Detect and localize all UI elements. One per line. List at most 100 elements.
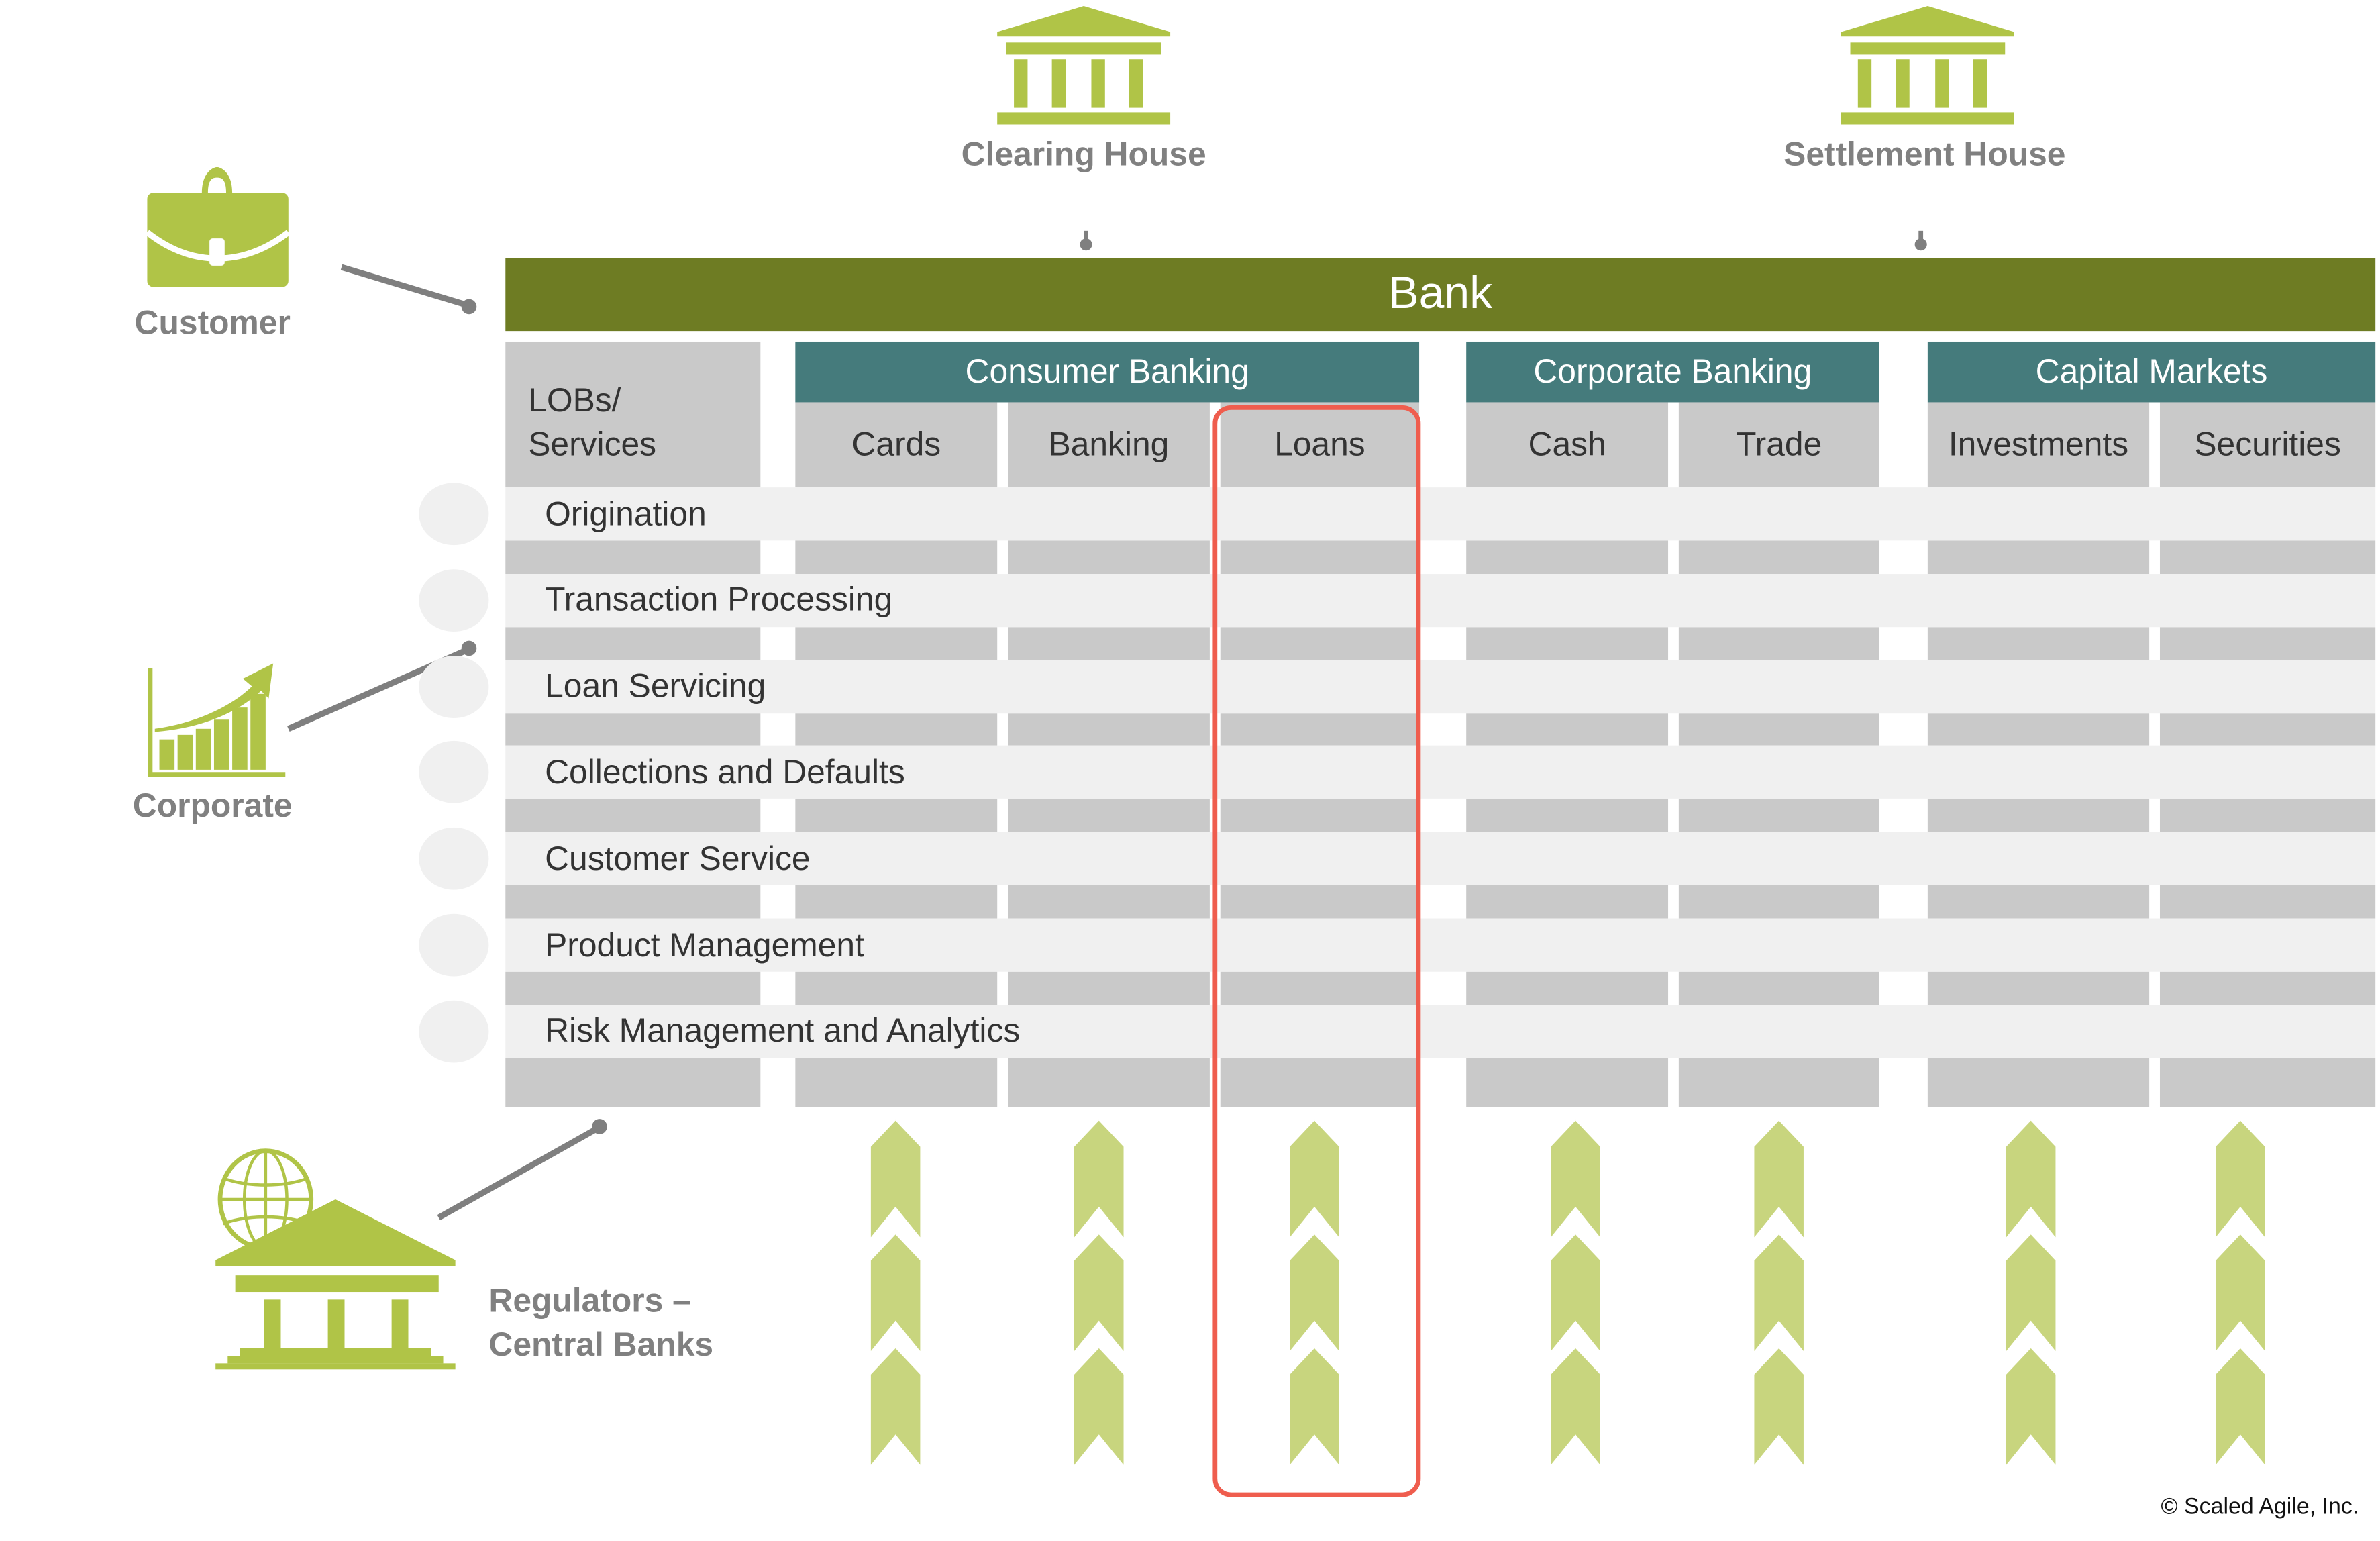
grid-cell-lobs bbox=[505, 626, 761, 660]
grid-cell-securities bbox=[2159, 626, 2376, 660]
column-investments: Investments bbox=[1927, 402, 2150, 488]
grid-cell-securities bbox=[2159, 713, 2376, 746]
grid-cell-banking bbox=[1008, 713, 1210, 746]
service-row: Loan Servicing bbox=[505, 660, 2376, 713]
service-row-bulb bbox=[419, 655, 489, 718]
grid-cell-lobs bbox=[505, 799, 761, 833]
service-label: Collections and Defaults bbox=[545, 752, 905, 791]
service-row: Transaction Processing bbox=[505, 573, 2376, 627]
column-cash: Cash bbox=[1466, 402, 1669, 488]
grid-cell-banking bbox=[1008, 799, 1210, 833]
value-stream-securities bbox=[2213, 1119, 2268, 1471]
value-stream-chevron bbox=[868, 1119, 923, 1244]
grid-cell-cards bbox=[795, 799, 998, 833]
grid-cell-investments bbox=[1927, 626, 2150, 660]
grid-cell-cards bbox=[795, 1058, 998, 1107]
service-label: Transaction Processing bbox=[545, 580, 893, 619]
value-stream-banking bbox=[1072, 1119, 1126, 1471]
grid-cell-securities bbox=[2159, 540, 2376, 574]
column-cards: Cards bbox=[795, 402, 998, 488]
service-row: Origination bbox=[505, 487, 2376, 541]
grid-cell-cards bbox=[795, 540, 998, 574]
service-row-bulb bbox=[419, 741, 489, 804]
value-stream-chevron bbox=[868, 1231, 923, 1358]
value-stream-chevron bbox=[1072, 1345, 1126, 1471]
grid-cell-banking bbox=[1008, 885, 1210, 919]
grid-cell-banking bbox=[1008, 626, 1210, 660]
grid-cell-cards bbox=[795, 971, 998, 1005]
grid-cell-loans bbox=[1220, 885, 1420, 919]
grid-cell-loans bbox=[1220, 626, 1420, 660]
grid-cell-cash bbox=[1466, 713, 1669, 746]
grid-cell-trade bbox=[1678, 713, 1879, 746]
value-stream-loans bbox=[1287, 1119, 1342, 1471]
value-stream-chevron bbox=[1548, 1119, 1603, 1244]
grid-cell-cash bbox=[1466, 540, 1669, 574]
grid-cell-investments bbox=[1927, 971, 2150, 1005]
value-stream-chevron bbox=[1287, 1231, 1342, 1358]
service-row: Product Management bbox=[505, 918, 2376, 972]
customer-connector bbox=[340, 264, 477, 315]
grid-cell-securities bbox=[2159, 971, 2376, 1005]
value-stream-chevron bbox=[2004, 1119, 2058, 1244]
grid-cell-cards bbox=[795, 626, 998, 660]
grid-cell-loans bbox=[1220, 971, 1420, 1005]
grid-cell-cash bbox=[1466, 885, 1669, 919]
regulators-label-line2: Central Banks bbox=[488, 1325, 714, 1364]
clearing-house-label: Clearing House bbox=[961, 135, 1206, 173]
grid-cell-loans bbox=[1220, 713, 1420, 746]
value-stream-investments bbox=[2004, 1119, 2058, 1471]
grid-cell-lobs bbox=[505, 713, 761, 746]
service-row-bulb bbox=[419, 483, 489, 546]
grid-cell-trade bbox=[1678, 540, 1879, 574]
value-stream-chevron bbox=[2004, 1231, 2058, 1358]
grid-cell-trade bbox=[1678, 971, 1879, 1005]
service-row-bulb bbox=[419, 913, 489, 977]
grid-cell-securities bbox=[2159, 1058, 2376, 1107]
grid-cell-investments bbox=[1927, 799, 2150, 833]
grid-cell-cash bbox=[1466, 626, 1669, 660]
grid-cell-investments bbox=[1927, 885, 2150, 919]
column-trade: Trade bbox=[1678, 402, 1879, 488]
value-stream-chevron bbox=[1072, 1119, 1126, 1244]
grid-cell-securities bbox=[2159, 799, 2376, 833]
value-stream-trade bbox=[1752, 1119, 1806, 1471]
value-stream-cards bbox=[868, 1119, 923, 1471]
service-label: Origination bbox=[545, 494, 707, 532]
value-stream-chevron bbox=[1072, 1231, 1126, 1358]
regulators-label: Regulators – Central Banks bbox=[488, 1279, 713, 1366]
lobs-label: LOBs/ bbox=[528, 381, 621, 419]
grid-cell-banking bbox=[1008, 971, 1210, 1005]
grid-cell-banking bbox=[1008, 1058, 1210, 1107]
value-stream-chevron bbox=[1752, 1345, 1806, 1471]
grid-cell-cash bbox=[1466, 971, 1669, 1005]
service-label: Customer Service bbox=[545, 839, 811, 877]
value-stream-chevron bbox=[2213, 1345, 2268, 1471]
grid-cell-trade bbox=[1678, 799, 1879, 833]
growth-chart-icon bbox=[148, 663, 286, 777]
service-row: Customer Service bbox=[505, 832, 2376, 886]
regulators-label-line1: Regulators – bbox=[488, 1281, 691, 1320]
grid-cell-securities bbox=[2159, 885, 2376, 919]
grid-cell-lobs bbox=[505, 1058, 761, 1107]
value-stream-chevron bbox=[1752, 1231, 1806, 1358]
grid-cell-investments bbox=[1927, 540, 2150, 574]
value-stream-chevron bbox=[1287, 1119, 1342, 1244]
value-stream-chevron bbox=[1752, 1119, 1806, 1244]
service-row: Risk Management and Analytics bbox=[505, 1005, 2376, 1058]
grid-cell-cards bbox=[795, 885, 998, 919]
service-row-bulb bbox=[419, 568, 489, 632]
loans-highlight-box bbox=[1212, 405, 1421, 1497]
value-stream-chevron bbox=[868, 1345, 923, 1471]
central-bank-building-icon bbox=[215, 1199, 456, 1370]
service-label: Risk Management and Analytics bbox=[545, 1011, 1021, 1050]
grid-cell-lobs bbox=[505, 971, 761, 1005]
bank-header: Bank bbox=[505, 258, 2376, 332]
service-row-bulb bbox=[419, 1000, 489, 1063]
grid-cell-lobs bbox=[505, 540, 761, 574]
value-stream-chevron bbox=[1287, 1345, 1342, 1471]
grid-cell-banking bbox=[1008, 540, 1210, 574]
group-consumer-banking: Consumer Banking bbox=[795, 341, 1420, 403]
settlement-house-connector bbox=[1914, 230, 1927, 251]
